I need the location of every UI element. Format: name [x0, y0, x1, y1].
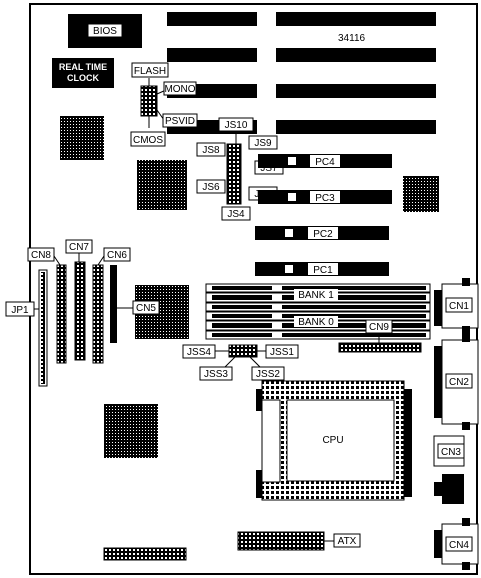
cn3-label: CN3 [441, 447, 461, 458]
jss3-jumper: JSS3 [199, 356, 236, 381]
psvid-label: PSVID [165, 116, 195, 127]
cn8-label: CN8 [31, 250, 51, 261]
bottom-header-connector [103, 547, 187, 561]
cpu-socket: CPU [256, 380, 412, 501]
cmos-jumper: CMOS [130, 131, 166, 147]
board-id-label: 34116 [338, 33, 366, 44]
cn1-label: CN1 [449, 301, 469, 312]
bank1-label: BANK 1 [298, 290, 334, 301]
js9-label: JS9 [254, 138, 272, 149]
pci-slot-pc2: PC2 [255, 226, 389, 240]
chipset-chip-5 [104, 404, 158, 458]
pc3-label: PC3 [315, 193, 335, 204]
jss4-jumper: JSS4 [182, 344, 229, 359]
bios-chip: BIOS [68, 14, 142, 48]
jss4-label: JSS4 [187, 347, 211, 358]
cmos-label: CMOS [133, 135, 163, 146]
real-time-clock-chip: REAL TIME CLOCK [52, 58, 114, 88]
rtc-label-line1: REAL TIME [59, 62, 107, 72]
cn5-label: CN5 [136, 303, 156, 314]
js-jumper-block [226, 143, 242, 205]
js10-jumper: JS10 [218, 117, 254, 144]
isa-slots-right [276, 12, 436, 134]
connector-cn2: CN2 [434, 334, 479, 430]
jss2-jumper: JSS2 [249, 356, 285, 381]
jss-jumper-block [228, 344, 258, 358]
jumper-cluster-upper [140, 78, 167, 128]
js7-label: JS7 [260, 163, 278, 174]
connector-cn4: CN4 [434, 518, 479, 570]
js9-jumper: JS9 [248, 135, 278, 150]
connector-cn6: CN6 [92, 247, 131, 364]
connector-cn7: CN7 [65, 239, 93, 361]
memory-bank-1: BANK 1 [205, 283, 431, 312]
connector-cn3: CN3 [433, 435, 465, 504]
pci-slot-pc1: PC1 [255, 262, 389, 276]
atx-label: ATX [338, 536, 357, 547]
cn9-label: CN9 [369, 322, 389, 333]
bios-label: BIOS [93, 26, 117, 37]
js4-jumper: JS4 [221, 206, 251, 221]
js6-jumper: JS6 [196, 179, 226, 194]
jss1-jumper: JSS1 [257, 344, 299, 359]
connector-cn1: CN1 [434, 278, 479, 334]
js10-label: JS10 [225, 120, 248, 131]
mono-label: MONO [164, 84, 195, 95]
pc2-label: PC2 [313, 229, 333, 240]
pci-slot-pc4: PC4 [258, 154, 392, 168]
mono-jumper: MONO [163, 81, 197, 96]
jss1-label: JSS1 [270, 347, 294, 358]
jss2-label: JSS2 [256, 369, 280, 380]
cn2-label: CN2 [449, 377, 469, 388]
cn4-label: CN4 [449, 540, 469, 551]
rtc-label-line2: CLOCK [67, 73, 99, 83]
jp1-label: JP1 [11, 305, 29, 316]
connector-jp1: JP1 [5, 269, 48, 387]
cpu-label: CPU [322, 435, 343, 446]
chipset-chip-1 [60, 116, 104, 160]
flash-label: FLASH [134, 66, 166, 77]
chipset-chip-3 [403, 176, 439, 212]
psvid-jumper: PSVID [162, 113, 198, 128]
connector-cn8: CN8 [27, 247, 67, 364]
connector-atx: ATX [237, 531, 361, 551]
jss3-label: JSS3 [204, 369, 228, 380]
pci-slot-pc3: PC3 [258, 190, 392, 204]
js6-label: JS6 [202, 182, 220, 193]
memory-bank-0: BANK 0 [205, 311, 431, 340]
cn6-label: CN6 [107, 250, 127, 261]
js8-jumper: JS8 [196, 142, 226, 157]
pc1-label: PC1 [313, 265, 333, 276]
chipset-chip-2 [137, 160, 187, 210]
bank0-label: BANK 0 [298, 317, 334, 328]
cn7-label: CN7 [69, 242, 89, 253]
connector-cn5: CN5 [110, 265, 160, 343]
connector-cn9: CN9 [338, 319, 422, 353]
js4-label: JS4 [227, 209, 245, 220]
pc4-label: PC4 [315, 157, 335, 168]
js8-label: JS8 [202, 145, 220, 156]
flash-jumper: FLASH [131, 62, 169, 78]
